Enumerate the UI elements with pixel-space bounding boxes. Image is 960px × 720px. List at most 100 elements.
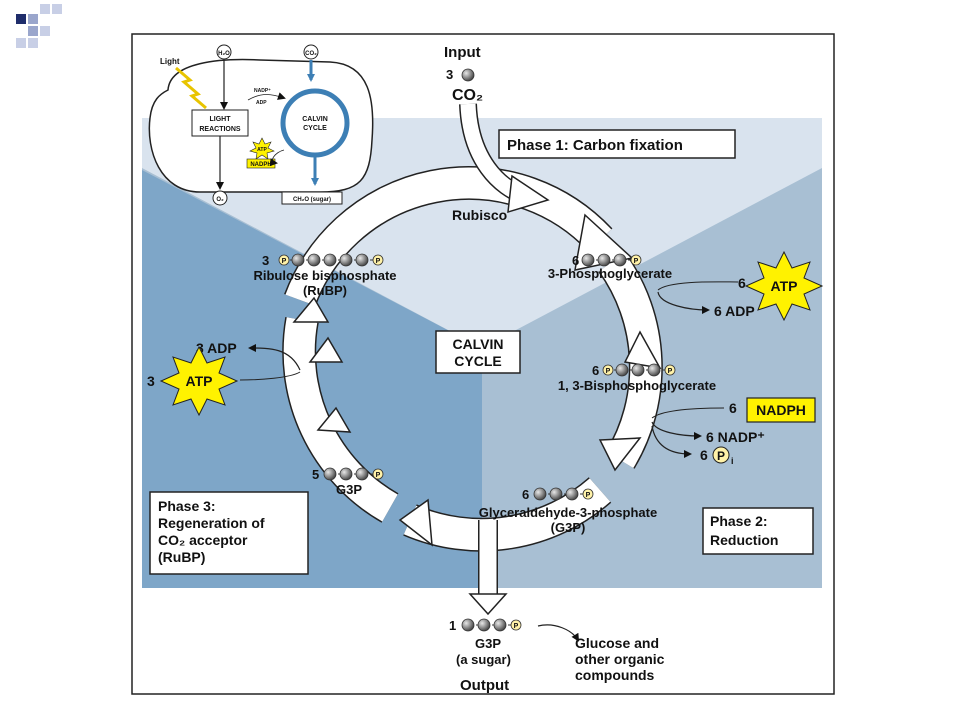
g3p5-chain: P (323, 467, 384, 481)
inset-nadp-label: NADP⁺ (254, 88, 271, 94)
rubp-name: Ribulose bisphosphate (253, 268, 396, 283)
inset-light-reactions-l1: LIGHT (210, 116, 232, 123)
carbon-atom-icon (291, 253, 305, 267)
phosphate-label: P (282, 258, 287, 265)
nadph-product: 6 NADP⁺ (706, 429, 765, 445)
pga-count: 6 (572, 253, 579, 268)
inset-nadph-label: NADPH (250, 162, 271, 168)
pi-count: 6 (700, 447, 708, 463)
inset-calvin-l2: CYCLE (303, 125, 327, 132)
carbon-atom-icon (339, 253, 353, 267)
phase2-line2: Reduction (710, 532, 778, 548)
ring-arrowhead (308, 336, 344, 363)
inset-atp-star-icon (249, 137, 275, 160)
g3p5-molecule: 5 G3P (312, 467, 362, 497)
phosphate-label: P (376, 472, 381, 479)
atp-phase3: 3 ADP 3 ATP (147, 340, 301, 417)
output-product-l1: Glucose and (575, 635, 659, 651)
co2-molecule-icon (461, 68, 475, 82)
carbon-atom-icon (615, 363, 629, 377)
inset-light-label: Light (160, 57, 180, 66)
output-group: 1 G3P (a sugar) Output Glucose and other… (449, 618, 665, 694)
inset-light-reactions-l2: REACTIONS (199, 126, 241, 133)
pi-subscript: i (731, 456, 734, 466)
output-count: 1 (449, 618, 456, 633)
g3p-out-count: 6 (522, 487, 529, 502)
atp1-star-icon (744, 250, 824, 322)
input-title: Input (444, 44, 481, 61)
nadph-count: 6 (729, 400, 737, 416)
input-arrow (459, 103, 550, 214)
chloroplast-inset: Light H₂O CO₂ LIGHT REACTIONS CALVIN CYC… (148, 44, 374, 206)
phase1-label: Phase 1: Carbon fixation (507, 137, 683, 154)
carbon-atom-icon (613, 253, 627, 267)
carbon-atom-icon (323, 253, 337, 267)
ring-arrowhead (292, 296, 330, 323)
phosphate-label: P (634, 258, 639, 265)
g3p-out-abbr: (G3P) (551, 520, 586, 535)
rubp-molecule: 3 Ribulose bisphosphate (RuBP) (253, 253, 396, 298)
phase2-line1: Phase 2: (710, 513, 768, 529)
phase3-line1: Phase 3: (158, 498, 216, 514)
atp3-count: 3 (147, 373, 155, 389)
atp3-label: ATP (186, 373, 213, 389)
phosphate-label: P (586, 492, 591, 499)
atp1-label: ATP (771, 278, 798, 294)
bpg-molecule: 6 1, 3-Bisphosphoglycerate (558, 363, 716, 393)
phosphate-icon (630, 254, 642, 266)
phosphate-label: P (606, 368, 611, 375)
inset-adp-label: ADP (256, 100, 267, 106)
g3p-output-chain: P (461, 618, 522, 632)
ring-arrowhead (398, 498, 433, 547)
phase3-line2: Regeneration of (158, 515, 265, 531)
input-group: Input 3 CO₂ (444, 44, 483, 104)
input-count: 3 (446, 67, 453, 82)
inset-calvin-l1: CALVIN (302, 116, 328, 123)
phase3-line4: (RuBP) (158, 549, 205, 565)
center-line1: CALVIN (452, 336, 503, 352)
carbon-atom-icon (355, 253, 369, 267)
carbon-atom-icon (565, 487, 579, 501)
carbon-atom-icon (597, 253, 611, 267)
carbon-atom-icon (307, 253, 321, 267)
g3p5-name: G3P (336, 482, 362, 497)
pi-symbol: P (717, 449, 725, 463)
g3p-out-name: Glyceraldehyde-3-phosphate (479, 505, 657, 520)
carbon-atom-icon (339, 467, 353, 481)
output-arrow (468, 520, 508, 616)
corner-decoration (16, 4, 62, 48)
atp3-star-icon (159, 345, 239, 417)
phosphate-icon (372, 468, 384, 480)
ring-arrowhead (623, 330, 662, 370)
output-note: (a sugar) (456, 652, 511, 667)
output-product-l2: other organic (575, 651, 665, 667)
carbon-atom-icon (647, 363, 661, 377)
phosphate-icon (372, 254, 384, 266)
pga-molecule: 6 3-Phosphoglycerate (548, 253, 672, 281)
inset-atp-label: ATP (257, 147, 267, 153)
carbon-atom-icon (477, 618, 491, 632)
ring-arrowhead (598, 437, 642, 472)
g3p-out-molecule: 6 Glyceraldehyde-3-phosphate (G3P) (479, 487, 657, 535)
inset-sugar-label: CH₂O (sugar) (293, 197, 331, 203)
phosphate-label: P (376, 258, 381, 265)
output-molecule: G3P (475, 636, 501, 651)
bpg-name: 1, 3-Bisphosphoglycerate (558, 378, 716, 393)
carbon-atom-icon (461, 618, 475, 632)
atp-phase1: 6 ATP 6 ADP (657, 250, 824, 322)
rubisco-label: Rubisco (452, 207, 507, 223)
phosphate-icon (602, 364, 614, 376)
phosphate-label: P (514, 623, 519, 630)
g3p-out-chain: P (533, 487, 594, 501)
phase3-line3: CO₂ acceptor (158, 532, 248, 548)
cycle-arrow-ring (282, 166, 663, 552)
atp1-count: 6 (738, 275, 746, 291)
carbon-atom-icon (323, 467, 337, 481)
light-bolt-icon (175, 66, 207, 110)
center-line2: CYCLE (454, 353, 501, 369)
phosphate-icon (664, 364, 676, 376)
chloroplast-outline (148, 58, 374, 193)
